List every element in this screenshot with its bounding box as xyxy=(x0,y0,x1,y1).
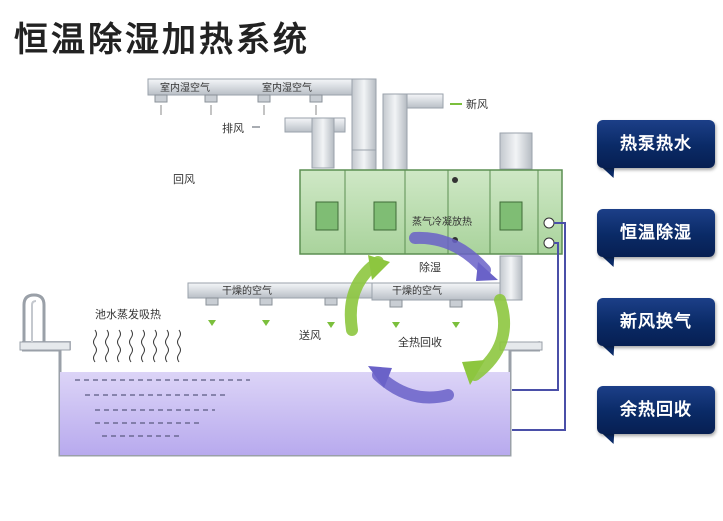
badge-heat-pump-water: 热泵热水 xyxy=(597,120,715,178)
dry-air-label-2: 干燥的空气 xyxy=(392,284,442,297)
access-door xyxy=(499,201,523,231)
badge-label: 恒温除湿 xyxy=(620,223,692,243)
return-air-label: 回风 xyxy=(173,173,195,186)
badge-label: 热泵热水 xyxy=(620,134,692,154)
dry-air-label-1: 干燥的空气 xyxy=(222,284,272,297)
page-title: 恒温除湿加热系统 xyxy=(14,20,310,60)
pipe-port xyxy=(543,237,555,249)
exhaust-label: 排风 xyxy=(222,121,244,135)
badge-label: 余热回收 xyxy=(620,400,692,420)
badge-fresh-air-exchange: 新风换气 xyxy=(597,298,715,356)
supply-air-label: 送风 xyxy=(299,328,321,342)
access-door xyxy=(315,201,339,231)
badge-waste-heat-recovery: 余热回收 xyxy=(597,386,715,444)
water-ripples xyxy=(75,379,250,437)
dehumidify-label: 除湿 xyxy=(419,260,441,274)
access-door xyxy=(373,201,397,231)
pool xyxy=(19,293,543,457)
supply-duct xyxy=(187,255,523,328)
badge-label: 新风换气 xyxy=(620,312,692,332)
pool-evaporation-label: 池水蒸发吸热 xyxy=(95,307,161,321)
fresh-air-label: 新风 xyxy=(466,97,488,111)
evaporation-waves xyxy=(93,329,181,363)
condensation-heat-label: 蒸气冷凝放热 xyxy=(412,215,472,228)
indoor-humid-air-label-1: 室内湿空气 xyxy=(160,81,210,94)
badge-constant-temp-dehumidify: 恒温除湿 xyxy=(597,209,715,267)
pipe-port xyxy=(543,217,555,229)
heat-recovery-cycle xyxy=(344,231,511,404)
indoor-humid-air-label-2: 室内湿空气 xyxy=(262,81,312,94)
pool-water xyxy=(60,372,510,455)
heat-recovery-label: 全热回收 xyxy=(398,335,442,349)
return-duct xyxy=(147,78,533,171)
